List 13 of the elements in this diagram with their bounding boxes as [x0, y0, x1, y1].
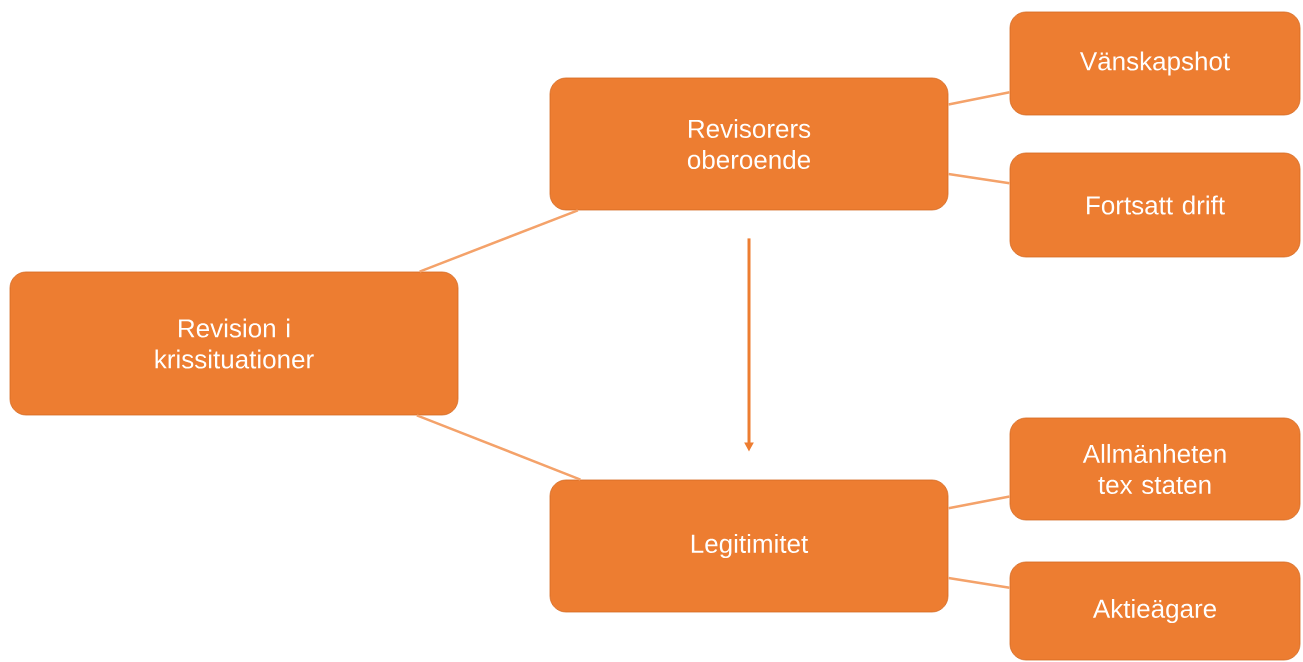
process-box: Vänskapshot: [1009, 11, 1301, 116]
process-box: Revisorers oberoende: [549, 77, 949, 211]
process-box: Aktieägare: [1009, 561, 1301, 661]
connector-line: [948, 495, 1010, 510]
process-box: Fortsatt drift: [1009, 152, 1301, 258]
process-box: Revision i krissituationer: [9, 271, 459, 416]
connector-line: [948, 91, 1010, 106]
connector-line: [416, 414, 581, 481]
connector-line: [948, 576, 1010, 589]
connector-line: [948, 172, 1010, 185]
process-box: Allmänheten tex staten: [1009, 417, 1301, 521]
process-box: Legitimitet: [549, 479, 949, 613]
connector-line: [419, 209, 579, 273]
